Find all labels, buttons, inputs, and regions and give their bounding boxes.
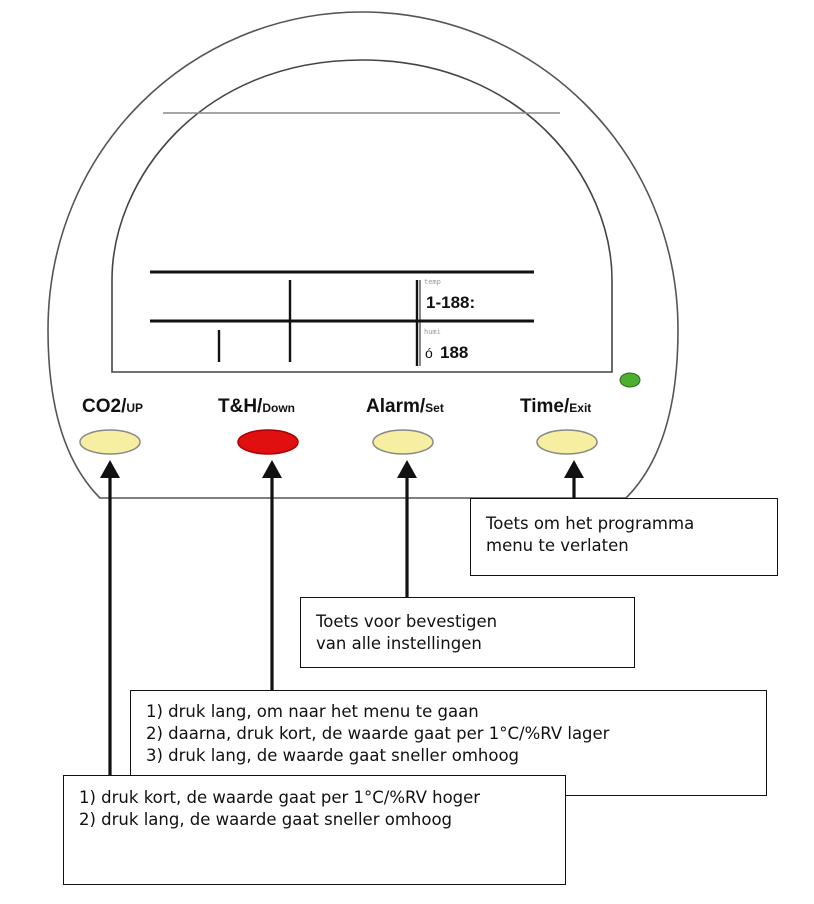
callout-co2-up: 1) druk kort, de waarde gaat per 1°C/%RV…: [63, 775, 566, 885]
callout-line: 3) druk lang, de waarde gaat sneller omh…: [146, 746, 520, 765]
callout-th-down: 1) druk lang, om naar het menu te gaan 2…: [130, 690, 767, 796]
callout-line: Toets voor bevestigen: [316, 612, 498, 631]
callout-line: menu te verlaten: [486, 536, 629, 555]
callout-line: 2) daarna, druk kort, de waarde gaat per…: [146, 724, 610, 743]
lcd-window: [111, 59, 613, 373]
lcd-temp-reading: 1-188:: [426, 293, 475, 312]
lcd-drop-icon: ó: [425, 345, 433, 361]
lcd-temp-tag: temp: [424, 278, 441, 286]
callout-alarm-set: Toets voor bevestigen van alle instellin…: [300, 597, 635, 668]
callout-line: Toets om het programma: [486, 514, 695, 533]
alarm-set-label: Alarm/Set: [366, 396, 444, 417]
lcd-humid-tag: humi: [424, 328, 441, 336]
th-down-label: T&H/Down: [218, 396, 295, 417]
status-led: [619, 372, 641, 388]
callout-line: van alle instellingen: [316, 634, 482, 653]
co2-up-label: CO2/UP: [82, 396, 144, 417]
th-down-button[interactable]: [237, 429, 299, 455]
callout-time-exit: Toets om het programma menu te verlaten: [470, 498, 778, 576]
arrow-th: [262, 460, 282, 690]
arrow-time: [564, 460, 584, 498]
time-exit-label: Time/Exit: [520, 396, 592, 417]
callout-line: 1) druk kort, de waarde gaat per 1°C/%RV…: [79, 788, 481, 807]
arrow-alarm: [397, 460, 417, 597]
callout-line: 2) druk lang, de waarde gaat sneller omh…: [79, 810, 453, 829]
arrow-co2: [100, 460, 120, 775]
alarm-set-button[interactable]: [372, 429, 434, 455]
callout-line: 1) druk lang, om naar het menu te gaan: [146, 702, 479, 721]
lcd-humid-reading: 188: [440, 343, 468, 362]
time-exit-button[interactable]: [536, 429, 598, 455]
co2-up-button[interactable]: [79, 429, 141, 455]
